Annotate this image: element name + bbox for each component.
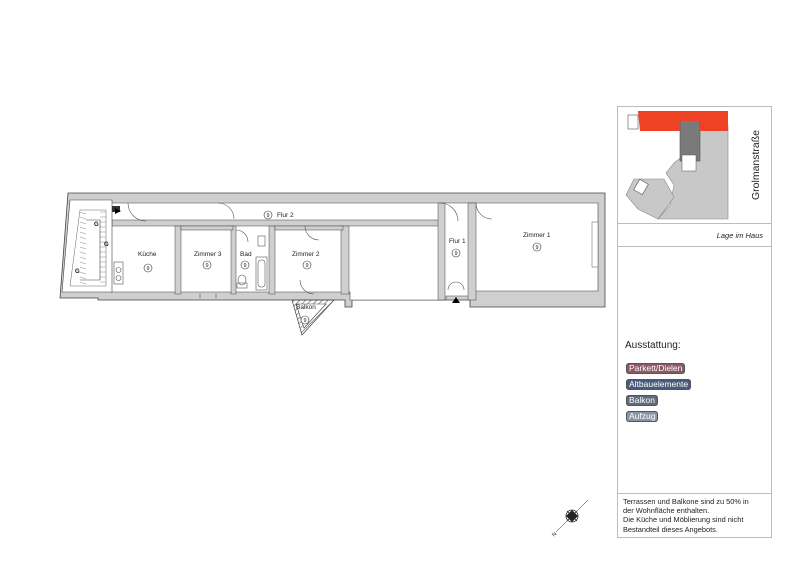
stair-label-g-2: G (75, 269, 80, 275)
feature-tag-altbau: Altbauelemente (626, 379, 692, 390)
room-label-flur1: Flur 1 (449, 238, 466, 245)
room-number-zimmer2: 9 (305, 263, 308, 269)
compass-label: N (551, 531, 558, 538)
room-number-badge-kueche (143, 263, 153, 273)
room-number-kueche: 9 (146, 266, 149, 272)
note-line: Bestandteil dieses Angebots. (623, 524, 718, 534)
panel-divider (618, 493, 771, 494)
entrance-arrow-icon (452, 297, 460, 303)
room-number-badge-bad (240, 260, 250, 270)
balcony-box-left (633, 178, 649, 196)
stair-core (679, 118, 701, 162)
stair-label-g-1: G (94, 222, 99, 228)
doors (127, 202, 493, 298)
room-label-bad: Bad (240, 251, 252, 258)
note-line: Terrassen und Balkone sind zu 50% in (623, 497, 749, 506)
room-label-zimmer3: Zimmer 3 (194, 251, 222, 258)
feature-tag-balkon: Balkon (626, 395, 658, 406)
room-number-badge-zimmer1 (532, 242, 542, 252)
room-number-zimmer1: 9 (535, 245, 538, 251)
room-label-kueche: Küche (138, 251, 157, 258)
room-number-badge-zimmer2 (302, 260, 312, 270)
windows (591, 221, 599, 268)
compass-icon (555, 499, 589, 533)
room-label-balkon: Balkon (296, 304, 316, 311)
note-line: Die Küche und Möblierung sind nicht (623, 515, 744, 525)
interior-walls (174, 202, 477, 301)
room-number-bad: 9 (243, 263, 246, 269)
room-number-balkon: 9 (303, 318, 306, 324)
balcony-box-top (627, 114, 639, 130)
room-label-zimmer1: Zimmer 1 (523, 232, 551, 239)
room-number-badge-zimmer3 (202, 260, 212, 270)
location-map: Grolmanstraße (618, 107, 771, 224)
room-number-badge-balkon (300, 315, 310, 325)
location-caption: Lage im Haus (618, 223, 771, 247)
sink (257, 235, 266, 247)
kitchen-sink (113, 261, 124, 285)
info-panel: Grolmanstraße Lage im Haus Ausstattung: … (617, 106, 772, 538)
note-line: der Wohnfläche enthalten. (623, 506, 710, 516)
bathtub (255, 256, 268, 291)
stair-label-g-3: G (104, 242, 109, 248)
stair-steps (681, 154, 697, 172)
room-number-flur1: 9 (454, 251, 457, 257)
room-number-badge-flur2 (263, 210, 273, 220)
street-label: Grolmanstraße (750, 129, 762, 201)
feature-tag-parkett: Parkett/Dielen (626, 363, 686, 374)
feature-tag-aufzug: Aufzug (626, 411, 659, 422)
disclaimer-note: Terrassen und Balkone sind zu 50% in der… (623, 497, 769, 534)
room-number-flur2: 9 (266, 213, 269, 219)
room-number-zimmer3: 9 (205, 263, 208, 269)
room-label-zimmer2: Zimmer 2 (292, 251, 320, 258)
apartment-highlight (638, 111, 728, 131)
staircase (61, 199, 121, 293)
room-label-flur2: Flur 2 (277, 212, 294, 219)
toilet (236, 274, 248, 289)
features-title: Ausstattung: (625, 340, 681, 351)
outer-walls (59, 192, 606, 308)
site-plan (625, 111, 729, 220)
room-number-badge-flur1 (451, 248, 461, 258)
